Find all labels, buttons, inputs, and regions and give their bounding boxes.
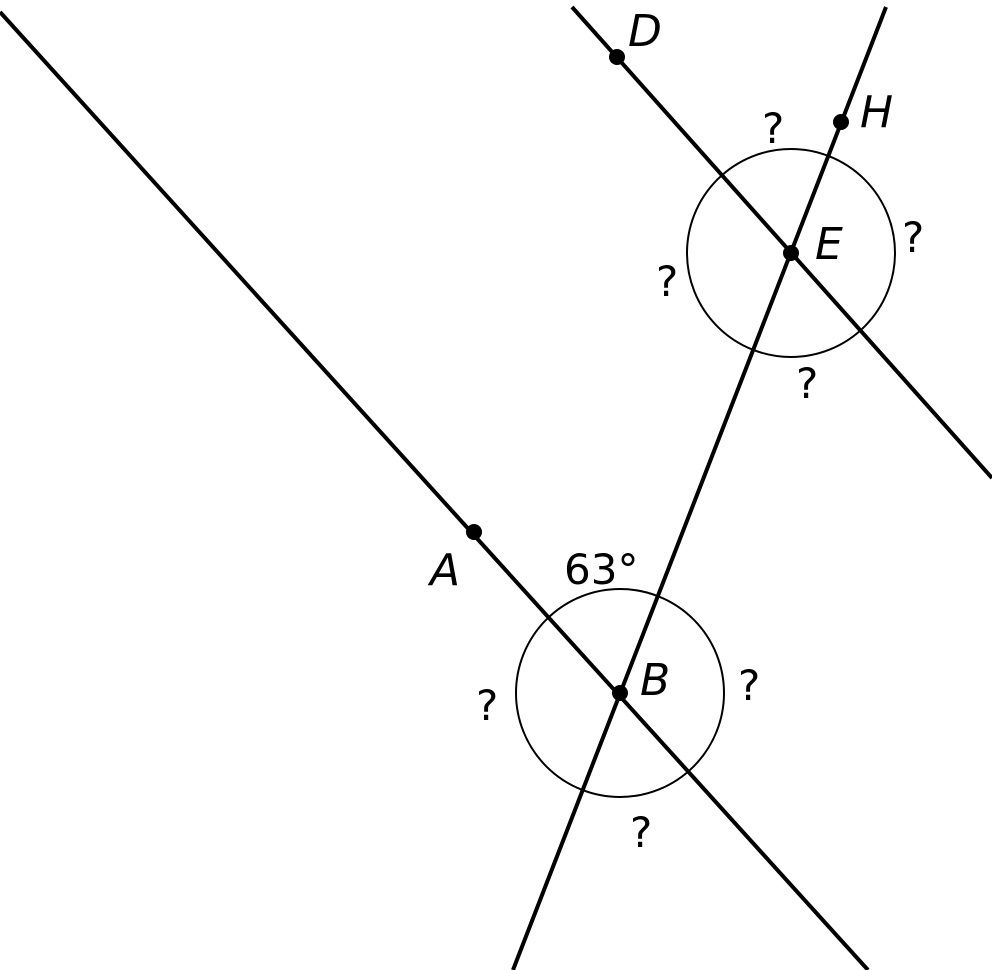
angle-E-left-unknown: ?: [656, 257, 678, 306]
angle-circle-B: [515, 588, 725, 798]
angle-B-left-unknown: ?: [476, 681, 498, 730]
point-B: [612, 685, 628, 701]
angle-B-right-unknown: ?: [738, 661, 760, 710]
angle-E-bottom-unknown: ?: [796, 359, 818, 408]
angle-E-right-unknown: ?: [902, 213, 924, 262]
angle-B-bottom-unknown: ?: [630, 808, 652, 857]
label-E: E: [815, 219, 843, 270]
line-through-D-E: [570, 5, 992, 480]
label-A: A: [427, 545, 460, 596]
point-E: [783, 245, 799, 261]
angle-B-given-label: 63°: [564, 545, 638, 594]
line-through-A-B: [0, 10, 870, 970]
transversal-through-B-E-H: [511, 6, 888, 970]
label-D: D: [628, 6, 662, 57]
label-H: H: [860, 87, 893, 138]
label-B: B: [640, 655, 670, 706]
point-A: [466, 524, 482, 540]
point-D: [609, 49, 625, 65]
angle-E-top-unknown: ?: [762, 104, 784, 153]
angle-circle-E: [686, 148, 896, 358]
point-H: [833, 114, 849, 130]
